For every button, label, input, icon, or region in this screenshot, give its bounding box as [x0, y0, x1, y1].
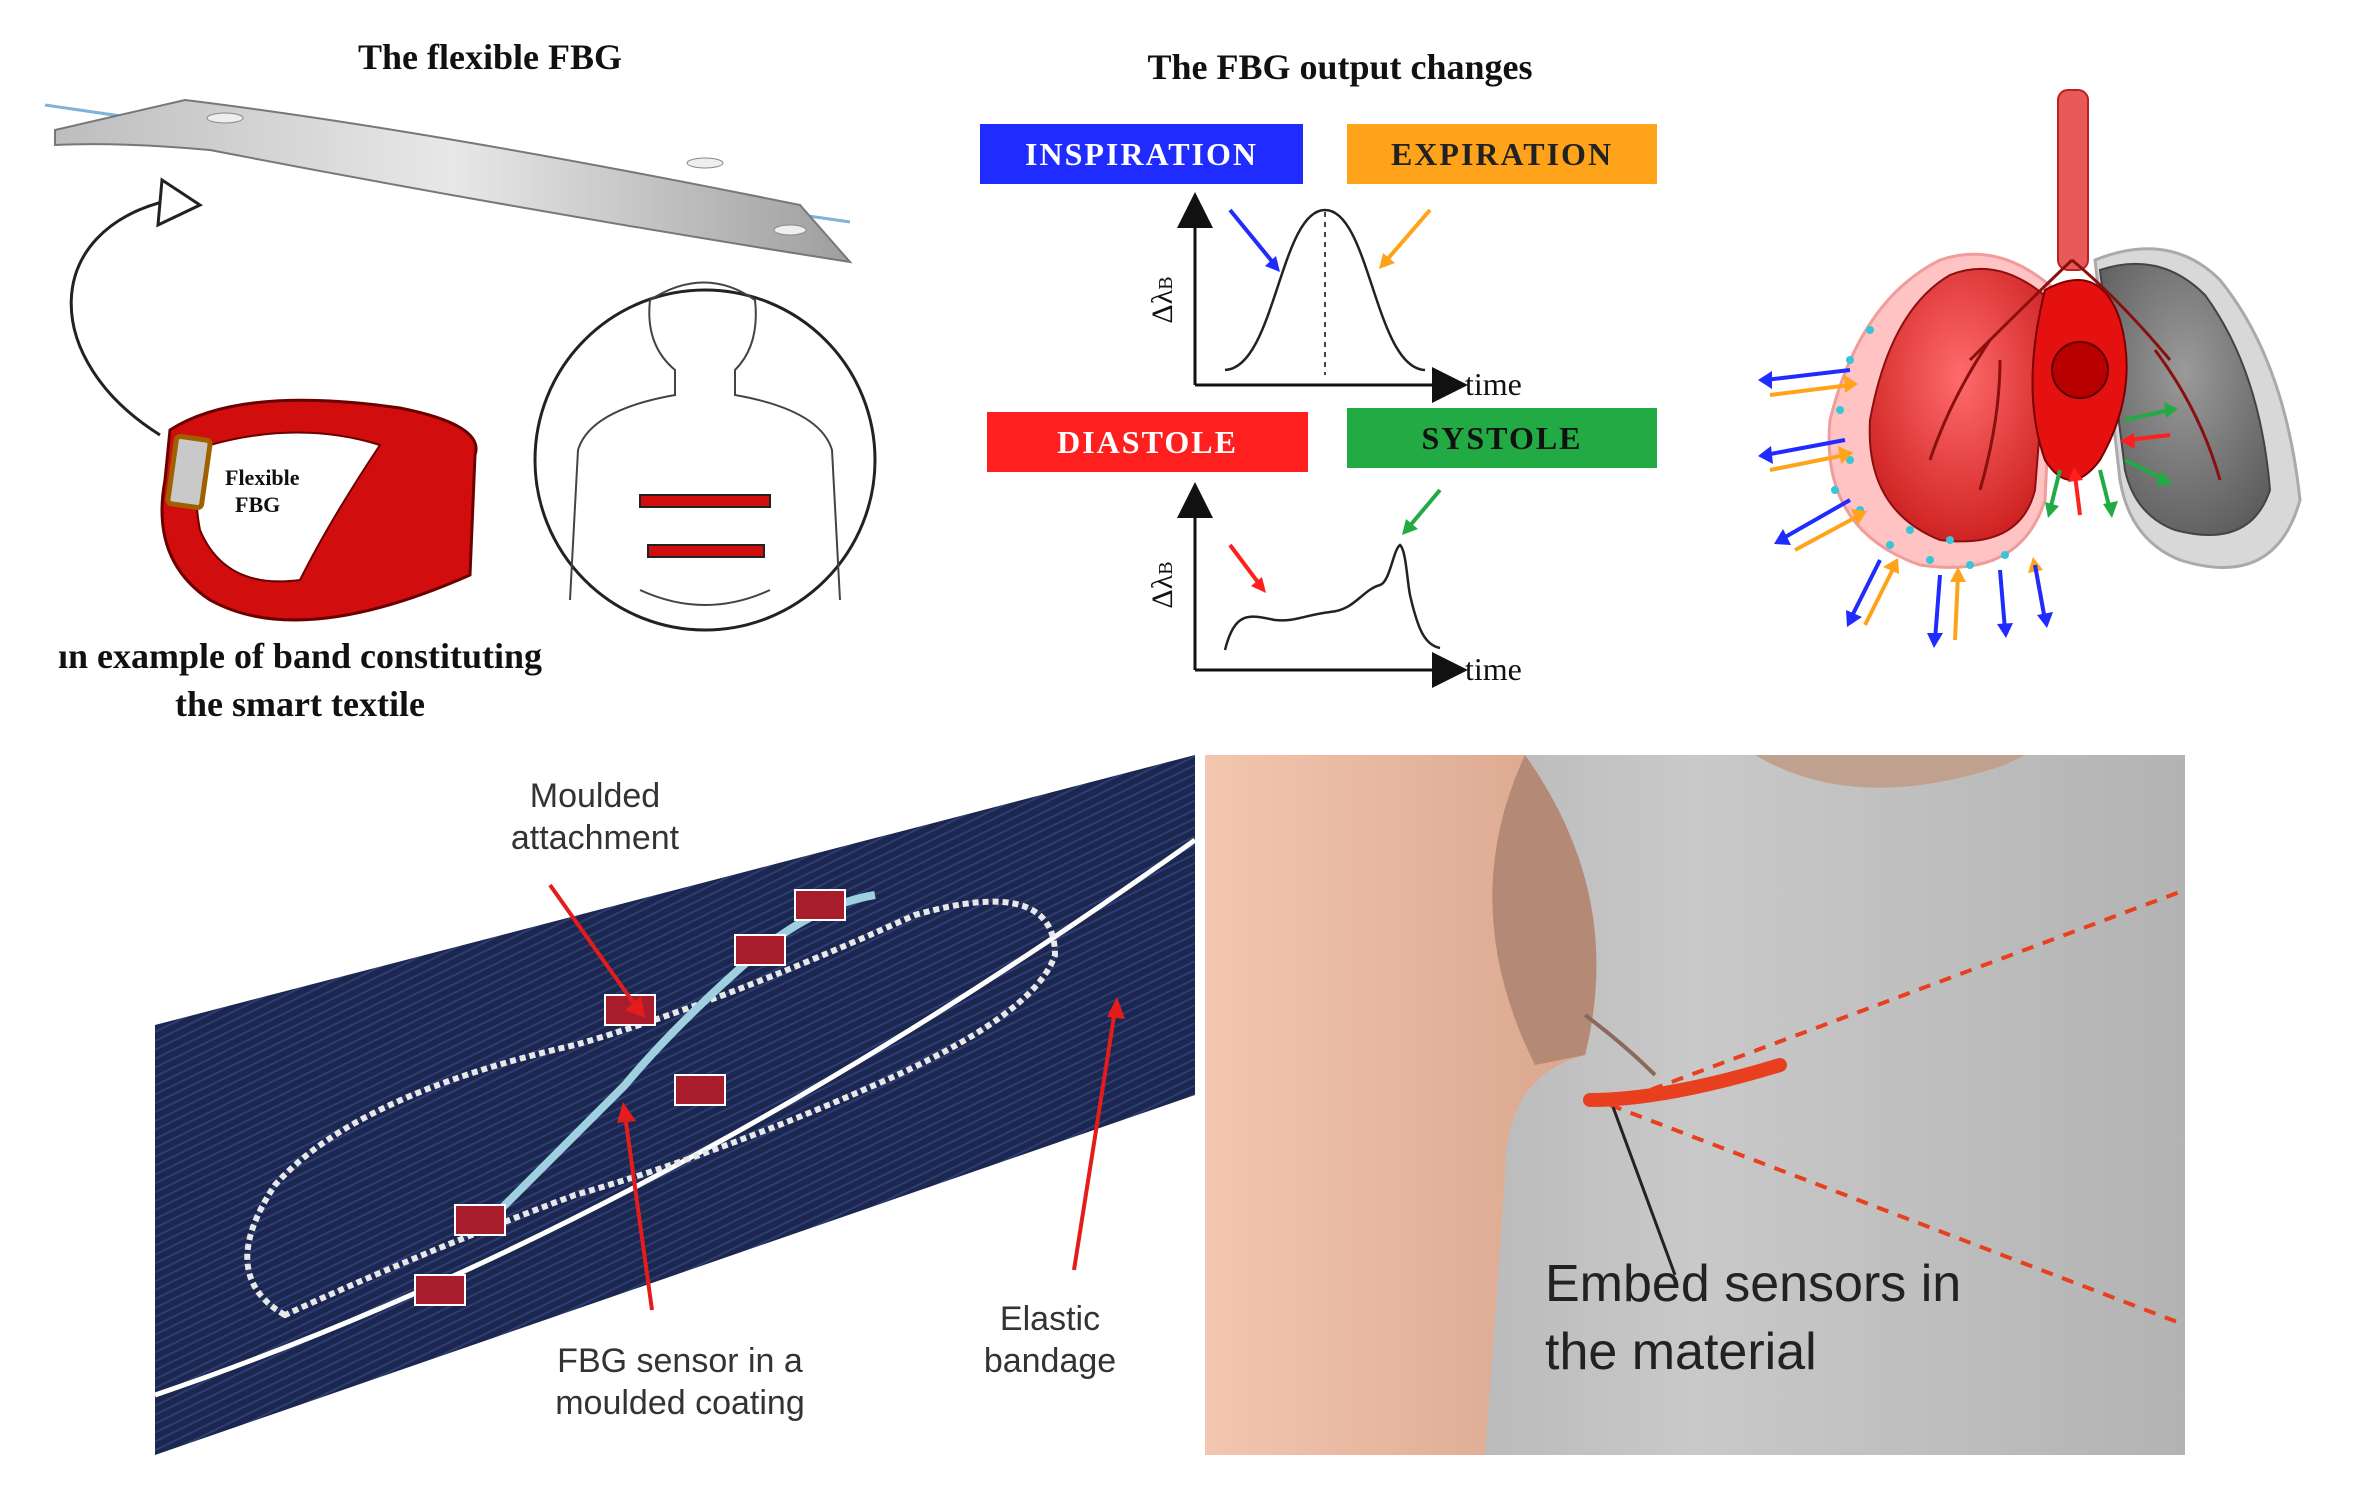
- inspiration-arrow-icon: [1228, 208, 1277, 267]
- lungs-heart-illustration: [1758, 89, 2302, 648]
- elastic-callout: Elastic bandage: [983, 1300, 1117, 1380]
- flexible-fbg-caption: ın example of band constituting the smar…: [57, 636, 543, 724]
- moulded-attachments: [414, 889, 846, 1306]
- sensor-pointer-line: [1611, 1106, 1677, 1276]
- attachment-callout: Moulded attachment: [510, 777, 680, 857]
- elastic-callout-arrow-icon: [1072, 1009, 1117, 1271]
- embed-sensors-text: Embed sensors in the material: [1545, 1255, 1962, 1381]
- torso-outline: [569, 281, 841, 601]
- garment-photo: [1205, 755, 2185, 1455]
- fbg-output-title: The FBG output changes: [1147, 47, 1533, 87]
- band-label-flexible: Flexible: [225, 465, 300, 490]
- torso-circle: [533, 288, 877, 632]
- expiration-label: EXPIRATION: [1347, 124, 1657, 184]
- systole-arrow-icon: [1406, 488, 1442, 530]
- trachea: [2057, 89, 2089, 271]
- cardiac-x-label: time: [1465, 651, 1522, 687]
- breath-curve: [1224, 208, 1426, 372]
- embedded-sensor-strip: [1583, 1058, 1787, 1107]
- diastole-arrow-icon: [1228, 543, 1262, 587]
- fbg-output-graphs: ΔλB time ΔλB time: [1146, 192, 1522, 688]
- garment-illustration: [1205, 755, 2185, 1455]
- breath-x-label: time: [1465, 366, 1522, 402]
- breath-y-label: ΔλB: [1146, 276, 1179, 323]
- cardiac-curve: [1223, 543, 1441, 651]
- chest-band: [639, 494, 771, 508]
- fbg-sensor-patch: [165, 433, 213, 511]
- bandage-illustration: [155, 755, 1195, 1455]
- sensor-range-line-lower: [1609, 1103, 2185, 1327]
- bandage-photo: [155, 755, 1195, 1455]
- flexible-fbg-illustration: Flexible FBG: [44, 98, 877, 632]
- sensor-range-line-upper: [1609, 888, 2185, 1107]
- curved-arrow-icon: [69, 198, 171, 437]
- sensor-callout: FBG sensor in a moulded coating: [555, 1342, 805, 1422]
- inspiration-label: INSPIRATION: [980, 124, 1303, 184]
- airflow-arrows: [1758, 368, 2178, 648]
- cardiac-y-label: ΔλB: [1146, 561, 1179, 608]
- flexible-fbg-title: The flexible FBG: [358, 37, 622, 77]
- sensor-callout-arrow-icon: [623, 1114, 654, 1311]
- flexible-plate: [54, 98, 853, 264]
- left-lung: [1868, 267, 2052, 543]
- abdomen-band: [647, 544, 765, 558]
- band-label-fbg: FBG: [235, 492, 280, 517]
- attachment-callout-arrow-icon: [548, 883, 637, 1007]
- diastole-label: DIASTOLE: [987, 412, 1308, 472]
- expiration-arrow-icon: [1383, 208, 1432, 264]
- systole-label: SYSTOLE: [1347, 408, 1657, 468]
- spring-loop: [244, 898, 1059, 1319]
